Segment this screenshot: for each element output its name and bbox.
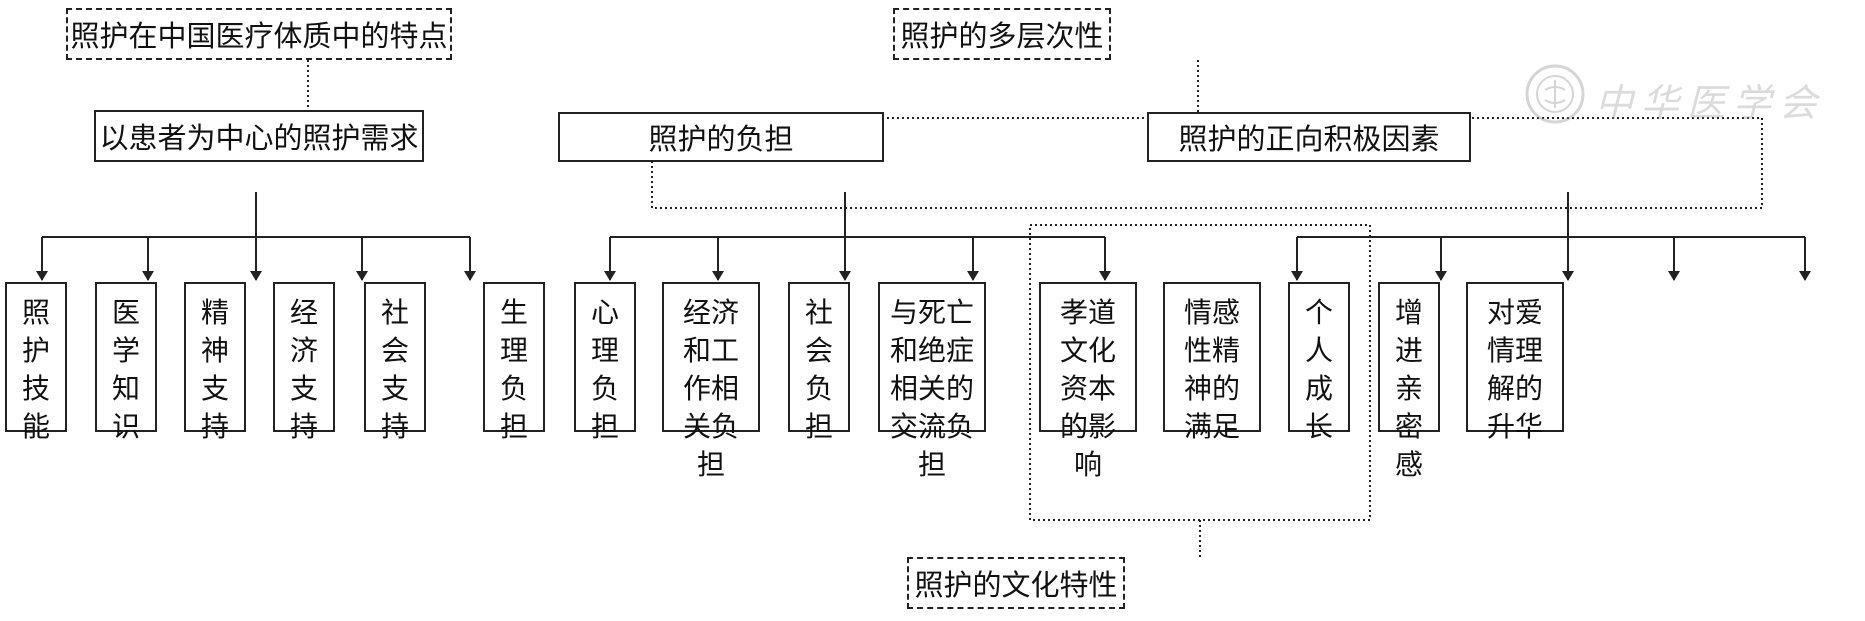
node-personal-growth: 个 人 成 长 (1288, 282, 1350, 443)
node-medical-knowledge: 医 学 知 识 (95, 282, 157, 443)
node-multilevel: 照护的多层次性 (893, 8, 1111, 60)
node-mental-support: 精 神 支 持 (184, 282, 246, 443)
node-economic-support: 经 济 支 持 (273, 282, 335, 443)
node-care-skill: 照 护 技 能 (5, 282, 67, 443)
node-physical-burden: 生 理 负 担 (483, 282, 545, 443)
node-social-support: 社 会 支 持 (364, 282, 426, 443)
node-china-features: 照护在中国医疗体质中的特点 (66, 8, 452, 60)
node-love-sublimation: 对爱 情理 解的 升华 (1466, 282, 1564, 443)
node-psych-burden: 心 理 负 担 (574, 282, 636, 443)
medical-association-seal-icon (1525, 64, 1585, 124)
watermark-text: 中华医学会 (1595, 81, 1826, 125)
node-burden: 照护的负担 (558, 112, 884, 162)
node-econ-work-burden: 经济 和工 作相 关负 担 (662, 282, 760, 481)
node-patient-center: 以患者为中心的照护需求 (94, 110, 424, 162)
watermark: 中华医学会 (1515, 60, 1835, 130)
node-cultural-features: 照护的文化特性 (907, 557, 1125, 609)
node-social-burden: 社 会 负 担 (788, 282, 850, 443)
node-filial-capital: 孝道 文化 资本 的影 响 (1039, 282, 1137, 481)
node-death-comm-burden: 与死亡 和绝症 相关的 交流负 担 (878, 282, 986, 481)
node-positive-factors: 照护的正向积极因素 (1147, 112, 1471, 162)
node-intimacy: 增 进 亲 密 感 (1378, 282, 1440, 481)
node-emotional-satisfaction: 情感 性精 神的 满足 (1163, 282, 1261, 443)
